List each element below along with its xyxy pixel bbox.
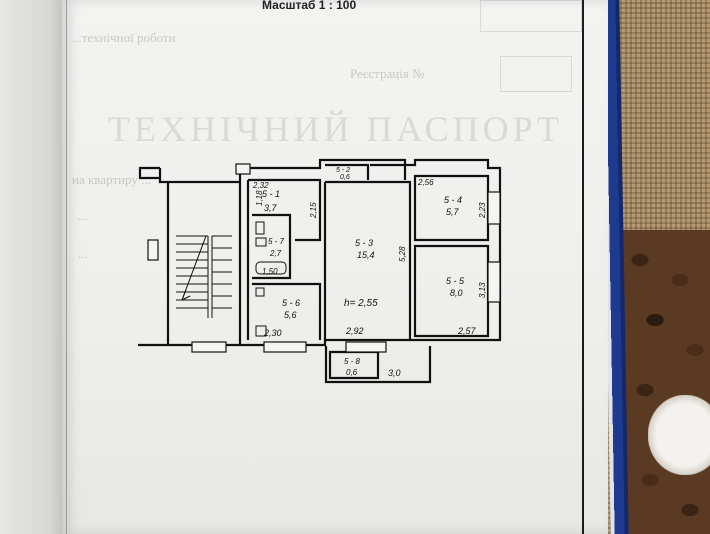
- toilet-fixture: [255, 221, 265, 235]
- faded-table-cell: [480, 0, 582, 32]
- dim-label: 3,0: [388, 368, 401, 378]
- sheet-frame-line: [582, 0, 584, 534]
- dim-label: 1,50: [262, 267, 278, 276]
- dim-label: 2,23: [478, 202, 487, 219]
- bath-fixture: [255, 261, 287, 275]
- room-area-label: 2,7: [269, 249, 282, 258]
- document-sheet: [62, 0, 608, 534]
- coffee-cup-background: [648, 395, 710, 475]
- wall-5-2: [325, 163, 370, 180]
- sink-fixture: [255, 325, 267, 337]
- room-id-label: 5 - 7: [268, 237, 285, 246]
- stairs: [176, 235, 232, 318]
- dim-label: 2,30: [263, 328, 282, 338]
- window: [487, 191, 501, 225]
- dim-label: 1,18: [255, 190, 264, 206]
- scale-label: Масштаб 1 : 100: [262, 0, 357, 12]
- wall-5-7: [252, 213, 292, 280]
- dim-label: 2,15: [309, 202, 318, 219]
- room-area-label: 3,7: [264, 203, 278, 213]
- wall-5-3: [325, 180, 412, 340]
- room-id-label: 5 - 8: [344, 357, 361, 366]
- room-id-label: 5 - 6: [282, 298, 300, 308]
- room-id-label: 5 - 4: [444, 195, 462, 205]
- window: [191, 341, 227, 353]
- ceiling-height-label: h= 2,55: [344, 298, 378, 309]
- room-id-label: 5 - 3: [355, 238, 373, 248]
- window: [263, 341, 307, 353]
- faded-text-line-5: ...: [78, 246, 88, 261]
- faded-table-cell: [500, 56, 572, 92]
- faded-heading: ТЕХНІЧНИЙ ПАСПОРТ: [108, 109, 564, 149]
- window: [235, 163, 251, 175]
- faded-text-line-1: ...технічної роботи: [72, 30, 176, 45]
- room-area-label: 0,6: [340, 174, 350, 181]
- room-id-label: 5 - 5: [446, 276, 465, 286]
- faded-text-line-2: Реєстрація №: [350, 66, 425, 81]
- room-area-label: 5,6: [284, 310, 297, 320]
- faded-text-line-3: на квартиру ...: [72, 172, 151, 187]
- room-id-label: 5 - 2: [336, 167, 350, 174]
- faded-text-line-4: ...: [78, 208, 88, 223]
- wall-5-8: [324, 346, 432, 384]
- wall-5-4: [413, 174, 490, 242]
- room-id-label: 5 - 1: [262, 189, 280, 199]
- adjacent-page: [0, 0, 70, 534]
- room-area-label: 15,4: [357, 250, 375, 260]
- outer-wall-left: [138, 166, 160, 180]
- room-labels: 2,32 5 - 1 3,7 1,18 2,15 5 - 7 2,7 1,50 …: [252, 167, 487, 378]
- wall-5-6: [252, 282, 322, 340]
- wall-5-1: [248, 178, 322, 242]
- dim-label: 2,32: [252, 181, 269, 190]
- room-area-label: 5,7: [446, 207, 460, 217]
- dim-label: 2,56: [417, 178, 434, 187]
- dim-label: 2,57: [457, 326, 477, 336]
- dim-label: 2,92: [345, 326, 364, 336]
- stove-fixture: [255, 287, 265, 297]
- coffee-beans-background: [620, 230, 710, 534]
- dim-label: 5,28: [398, 246, 407, 262]
- sink-fixture: [255, 237, 267, 247]
- window: [487, 261, 501, 303]
- room-area-label: 0,6: [346, 368, 358, 377]
- window: [147, 239, 159, 261]
- sheet-margin-line: [66, 0, 67, 534]
- window: [345, 341, 387, 353]
- dim-label: 3,13: [478, 282, 487, 298]
- wall-5-2b: [370, 163, 407, 180]
- room-area-label: 8,0: [450, 288, 463, 298]
- wall-5-5: [413, 244, 490, 338]
